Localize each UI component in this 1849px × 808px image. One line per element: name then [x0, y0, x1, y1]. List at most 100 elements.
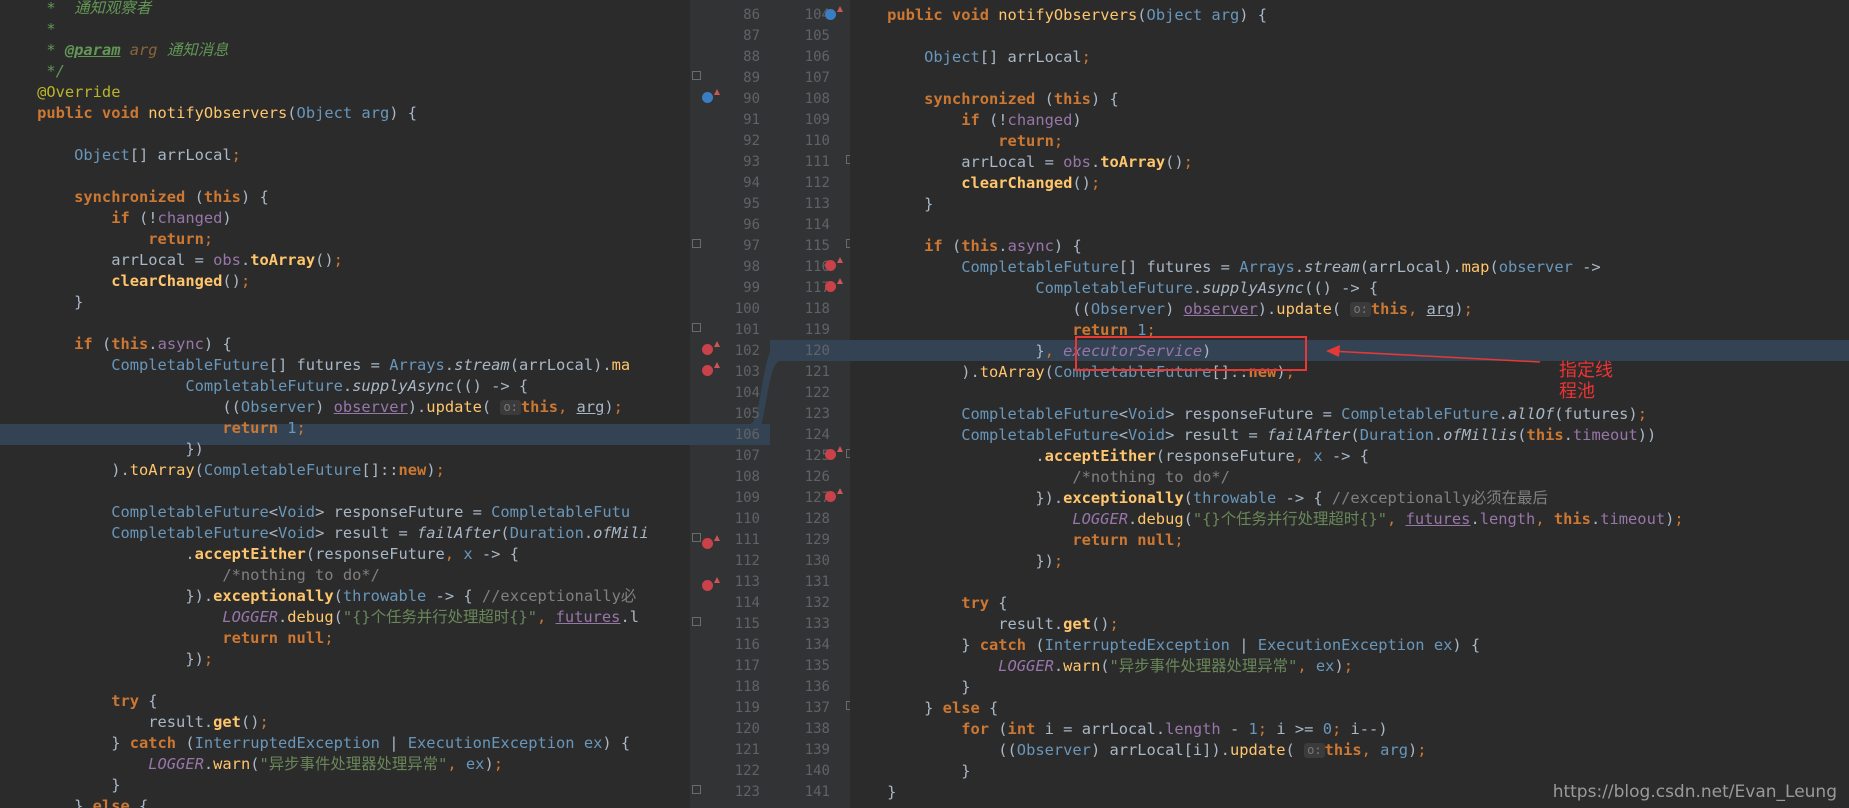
- line-number: 100: [734, 301, 760, 317]
- override-icon[interactable]: [825, 488, 843, 502]
- override-icon[interactable]: [702, 362, 720, 376]
- right-editor-pane[interactable]: public void notifyObservers(Object arg) …: [850, 0, 1849, 808]
- code-line[interactable]: }: [850, 194, 1849, 215]
- override-icon[interactable]: [702, 341, 720, 355]
- code-line[interactable]: }: [0, 775, 690, 796]
- code-line[interactable]: }: [850, 761, 1849, 782]
- code-line[interactable]: for (int i = arrLocal.length - 1; i >= 0…: [850, 719, 1849, 740]
- code-line[interactable]: .acceptEither(responseFuture, x -> {: [850, 446, 1849, 467]
- code-line[interactable]: }: [850, 677, 1849, 698]
- code-token: ): [315, 398, 334, 416]
- code-line[interactable]: arrLocal = obs.toArray();: [850, 152, 1849, 173]
- code-line[interactable]: synchronized (this) {: [850, 89, 1849, 110]
- code-line[interactable]: CompletableFuture[] futures = Arrays.str…: [850, 257, 1849, 278]
- code-line[interactable]: if (!changed): [0, 208, 690, 229]
- override-icon[interactable]: [825, 446, 843, 460]
- line-number: 116: [804, 259, 830, 275]
- override-icon[interactable]: [702, 577, 720, 591]
- code-line[interactable]: try {: [850, 593, 1849, 614]
- code-line[interactable]: ((Observer) observer).update( o:this, ar…: [0, 397, 690, 418]
- code-line[interactable]: });: [850, 551, 1849, 572]
- code-line[interactable]: CompletableFuture.supplyAsync(() -> {: [850, 278, 1849, 299]
- code-line[interactable]: CompletableFuture<Void> result = failAft…: [850, 425, 1849, 446]
- code-line[interactable]: if (this.async) {: [0, 334, 690, 355]
- code-line[interactable]: CompletableFuture<Void> responseFuture =…: [850, 404, 1849, 425]
- code-line[interactable]: clearChanged();: [0, 271, 690, 292]
- implements-method-icon[interactable]: [702, 89, 720, 103]
- code-line[interactable]: ((Observer) observer).update( o:this, ar…: [850, 299, 1849, 320]
- override-icon[interactable]: [702, 535, 720, 549]
- fold-marker-icon[interactable]: [692, 239, 701, 248]
- fold-marker-icon[interactable]: [846, 155, 850, 164]
- code-line[interactable]: if (this.async) {: [850, 236, 1849, 257]
- code-line[interactable]: synchronized (this) {: [0, 187, 690, 208]
- code-line[interactable]: try {: [0, 691, 690, 712]
- code-line[interactable]: ).toArray(CompletableFuture[]::new);: [850, 362, 1849, 383]
- fold-marker-icon[interactable]: [846, 701, 850, 710]
- code-line[interactable]: CompletableFuture<Void> responseFuture =…: [0, 502, 690, 523]
- fold-marker-icon[interactable]: [692, 617, 701, 626]
- line-number: 123: [804, 406, 830, 422]
- implements-method-icon[interactable]: [825, 6, 843, 20]
- code-line[interactable]: */: [0, 61, 690, 82]
- code-line[interactable]: * 通知观察者: [0, 0, 690, 19]
- code-line[interactable]: CompletableFuture[] futures = Arrays.str…: [0, 355, 690, 376]
- code-line[interactable]: }: [0, 292, 690, 313]
- code-line[interactable]: /*nothing to do*/: [0, 565, 690, 586]
- code-line[interactable]: result.get();: [0, 712, 690, 733]
- code-line[interactable]: }, executorService): [850, 341, 1849, 362]
- code-line[interactable]: }).exceptionally(throwable -> { //except…: [0, 586, 690, 607]
- code-line[interactable]: return;: [850, 131, 1849, 152]
- code-line[interactable]: clearChanged();: [850, 173, 1849, 194]
- code-line[interactable]: } else {: [0, 796, 690, 808]
- right-code-area[interactable]: public void notifyObservers(Object arg) …: [850, 5, 1849, 803]
- code-line[interactable]: * @param arg 通知消息: [0, 40, 690, 61]
- code-line[interactable]: } catch (InterruptedException | Executio…: [0, 733, 690, 754]
- line-number: 99: [743, 280, 760, 296]
- code-line[interactable]: ).toArray(CompletableFuture[]::new);: [0, 460, 690, 481]
- override-icon[interactable]: [825, 257, 843, 271]
- code-token: {: [139, 797, 149, 808]
- code-line[interactable]: @Override: [0, 82, 690, 103]
- override-icon[interactable]: [825, 278, 843, 292]
- fold-marker-icon[interactable]: [846, 239, 850, 248]
- code-line[interactable]: Object[] arrLocal;: [0, 145, 690, 166]
- code-line[interactable]: Object[] arrLocal;: [850, 47, 1849, 68]
- code-line[interactable]: *: [0, 19, 690, 40]
- code-line[interactable]: LOGGER.debug("{}个任务并行处理超时{}", futures.le…: [850, 509, 1849, 530]
- code-line[interactable]: LOGGER.warn("异步事件处理器处理异常", ex);: [0, 754, 690, 775]
- code-line[interactable]: return;: [0, 229, 690, 250]
- code-line[interactable]: if (!changed): [850, 110, 1849, 131]
- code-line[interactable]: return 1;: [850, 320, 1849, 341]
- code-line[interactable]: }): [0, 439, 690, 460]
- code-line[interactable]: public void notifyObservers(Object arg) …: [0, 103, 690, 124]
- fold-marker-icon[interactable]: [846, 449, 850, 458]
- code-line[interactable]: ((Observer) arrLocal[i]).update( o:this,…: [850, 740, 1849, 761]
- code-line[interactable]: LOGGER.debug("{}个任务并行处理超时{}", futures.l: [0, 607, 690, 628]
- code-line[interactable]: /*nothing to do*/: [850, 467, 1849, 488]
- code-line[interactable]: arrLocal = obs.toArray();: [0, 250, 690, 271]
- code-line[interactable]: result.get();: [850, 614, 1849, 635]
- code-line[interactable]: LOGGER.warn("异步事件处理器处理异常", ex);: [850, 656, 1849, 677]
- code-line[interactable]: return 1;: [0, 418, 690, 439]
- left-editor-pane[interactable]: * 通知观察者 * * @param arg 通知消息 */ @Override…: [0, 0, 690, 808]
- fold-marker-icon[interactable]: [692, 71, 701, 80]
- code-line[interactable]: });: [0, 649, 690, 670]
- code-line[interactable]: return null;: [850, 530, 1849, 551]
- code-line[interactable]: } catch (InterruptedException | Executio…: [850, 635, 1849, 656]
- code-line[interactable]: } else {: [850, 698, 1849, 719]
- fold-marker-icon[interactable]: [692, 785, 701, 794]
- code-line[interactable]: return null;: [0, 628, 690, 649]
- fold-marker-icon[interactable]: [692, 533, 701, 542]
- code-token: i >=: [1276, 720, 1323, 738]
- fold-marker-icon[interactable]: [692, 323, 701, 332]
- left-code-area[interactable]: * 通知观察者 * * @param arg 通知消息 */ @Override…: [0, 0, 690, 808]
- code-line[interactable]: public void notifyObservers(Object arg) …: [850, 5, 1849, 26]
- code-token: get: [1063, 615, 1091, 633]
- code-line[interactable]: .acceptEither(responseFuture, x -> {: [0, 544, 690, 565]
- code-line[interactable]: }).exceptionally(throwable -> { //except…: [850, 488, 1849, 509]
- code-line[interactable]: CompletableFuture.supplyAsync(() -> {: [0, 376, 690, 397]
- code-line[interactable]: CompletableFuture<Void> result = failAft…: [0, 523, 690, 544]
- code-line[interactable]: }: [850, 782, 1849, 803]
